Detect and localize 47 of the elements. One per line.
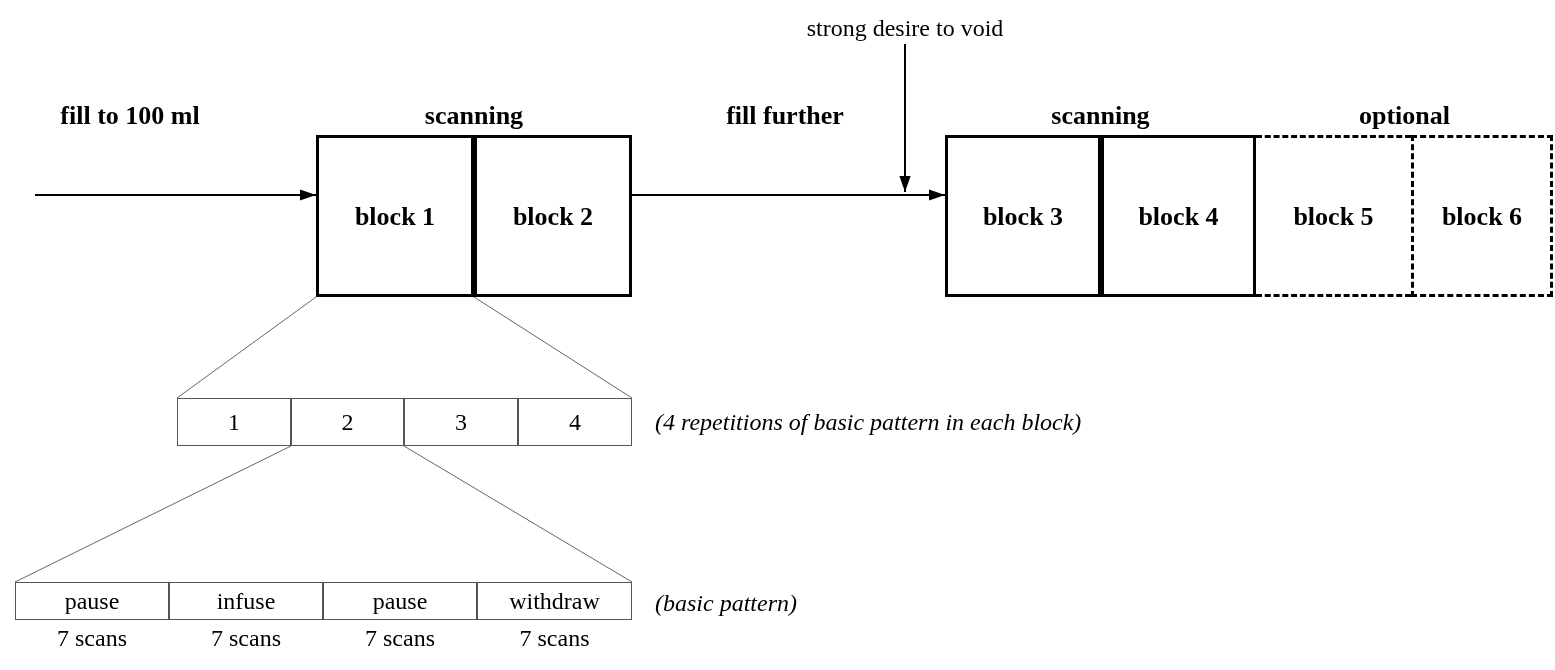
node-text: block 6 (1441, 200, 1523, 233)
arrow (631, 189, 946, 201)
node-text: block 4 (1138, 200, 1219, 233)
scan-count: 7 scans (210, 626, 282, 650)
node-text: block 5 (1293, 200, 1374, 233)
pattern-cell (177, 398, 291, 446)
node-text: infuse (216, 587, 276, 616)
block-box (1101, 135, 1256, 297)
node-text: pause (64, 587, 120, 616)
scan-count: 7 scans (364, 626, 436, 650)
block-box (474, 135, 632, 297)
group-heading: scanning (1050, 100, 1151, 132)
edge-label: fill further (725, 100, 845, 132)
group-heading: optional (1358, 100, 1451, 132)
edge-label: fill to 100 ml (59, 100, 201, 132)
pattern-cell (15, 582, 169, 620)
arrow (899, 43, 911, 193)
scan-count: 7 scans (518, 626, 591, 650)
pattern-cell (323, 582, 477, 620)
node-text: block 3 (982, 200, 1064, 233)
pattern-cell (169, 582, 323, 620)
optional-block-box (1256, 135, 1411, 297)
optional-block-box (1411, 135, 1553, 297)
block-box (945, 135, 1101, 297)
node-text: withdraw (509, 587, 600, 616)
pattern-cell (477, 582, 632, 620)
pattern-cell (291, 398, 404, 446)
node-text: pause (372, 587, 428, 616)
pattern-cell (404, 398, 518, 446)
pattern-cell (518, 398, 632, 446)
node-text: block 2 (512, 200, 594, 233)
node-text: 2 (341, 408, 354, 437)
zoom-line (473, 296, 633, 399)
zoom-line (14, 445, 292, 583)
group-heading: scanning (423, 100, 525, 132)
note-text: (basic pattern) (655, 589, 798, 618)
block-box (316, 135, 474, 297)
node-text: block 1 (354, 200, 436, 233)
zoom-line (176, 296, 317, 399)
node-text: 4 (569, 408, 581, 437)
scan-count: 7 scans (56, 626, 128, 650)
zoom-line (403, 445, 633, 583)
node-text: 3 (455, 408, 467, 437)
node-text: 1 (228, 408, 240, 437)
node-text: strong desire to void (806, 14, 1004, 43)
note-text: (4 repetitions of basic pattern in each block) (655, 408, 1083, 437)
arrow (34, 189, 317, 201)
